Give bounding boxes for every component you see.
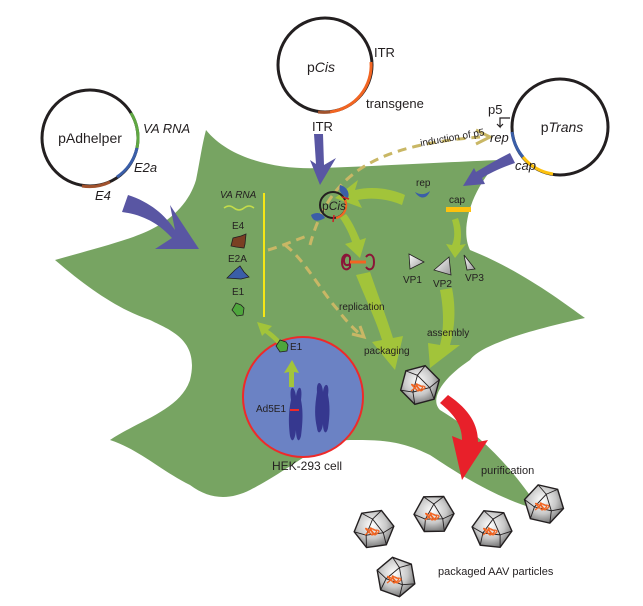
replication-intermediate xyxy=(341,253,375,271)
green-arrows xyxy=(257,180,466,387)
rep-bound-right-icon xyxy=(339,185,349,198)
pcis-inside-label: pCis xyxy=(322,199,346,213)
rep-protein-icon xyxy=(415,191,430,198)
vp3-icon xyxy=(463,254,476,271)
packaged-genome-icon xyxy=(410,383,426,392)
packaging-dashed-arrowhead xyxy=(351,325,367,340)
va-rna-gene-label: VA RNA xyxy=(143,121,190,136)
padhelper-plasmid: pAdhelper VA RNA E2a E4 xyxy=(40,88,190,203)
chromosome-1 xyxy=(288,387,303,441)
e1-nuclear-label: E1 xyxy=(290,342,303,353)
vp1-label: VP1 xyxy=(403,275,422,286)
e1-expression-arrow xyxy=(284,360,299,387)
helper-products: VA RNA E4 E2A E1 xyxy=(220,190,265,317)
packaged-genome-icon xyxy=(534,502,550,511)
ad5e1-label: Ad5E1 xyxy=(256,404,286,415)
capsid-purified-1 xyxy=(353,509,395,549)
purification-label: purification xyxy=(481,465,534,477)
rep-segment xyxy=(510,131,525,158)
capsid-purified-3 xyxy=(471,509,513,549)
replication-arrow xyxy=(356,272,403,370)
packaged-aav-particles-label: packaged AAV particles xyxy=(438,566,554,578)
dashed-induction-lines xyxy=(267,135,481,338)
vp3-label: VP3 xyxy=(465,273,484,284)
packaged-genome-icon xyxy=(482,527,498,536)
cap-gene-bar xyxy=(446,207,471,212)
capsid-packaging xyxy=(399,364,441,406)
pcis-plasmid: pCis ITR transgene ITR xyxy=(276,16,424,134)
va-rna-wave-icon xyxy=(223,205,255,211)
packaged-genome-icon xyxy=(364,527,380,536)
p5-promoter-arrow-icon xyxy=(496,117,510,129)
packaging-label: packaging xyxy=(364,346,410,357)
e1-nuclear-protein-icon xyxy=(275,339,289,353)
capsid-purified-5 xyxy=(376,556,416,598)
assembly-arrow xyxy=(428,288,460,368)
cap-protein-label: cap xyxy=(449,195,466,206)
capsid-purified-4 xyxy=(523,484,565,524)
chromosome-2 xyxy=(315,383,330,433)
e2a-segment xyxy=(116,147,139,179)
padhelper-label: pAdhelper xyxy=(58,130,122,146)
itr-top-label: ITR xyxy=(374,45,395,60)
transgene-segment xyxy=(329,61,373,114)
packaged-genome-icon xyxy=(424,512,440,521)
e4-protein-icon xyxy=(230,233,247,249)
ptrans-entry-arrow xyxy=(463,153,515,186)
e1-protein-icon xyxy=(231,302,245,317)
pcis-label: pCis xyxy=(307,59,335,75)
induction-of-p5-label: induction of p5 xyxy=(419,127,485,149)
assembly-label: assembly xyxy=(427,328,469,339)
e4-segment xyxy=(81,180,111,189)
hek293-cell-body xyxy=(55,130,585,510)
packaged-genome-icon xyxy=(386,575,402,584)
vp2-icon xyxy=(433,256,452,276)
e4-gene-label: E4 xyxy=(95,188,111,203)
va-rna-segment xyxy=(129,112,140,149)
rep-to-pcis-arrow xyxy=(335,180,405,208)
rep-bound-left-icon xyxy=(311,213,325,221)
cap-gene-label: cap xyxy=(515,158,536,173)
ptrans-label: pTrans xyxy=(541,119,584,135)
cap-segment xyxy=(521,156,554,176)
capsid-purified-2 xyxy=(413,495,455,533)
padhelper-entry-arrow xyxy=(122,195,199,249)
itr-bottom-label: ITR xyxy=(312,119,333,134)
rep-gene-label: rep xyxy=(490,130,509,145)
e2a-product-label: E2A xyxy=(228,254,247,265)
pcis-to-replication-arrow xyxy=(340,214,366,258)
induction-arrowhead xyxy=(475,128,494,146)
ad5e1-marker xyxy=(290,409,299,411)
pcis-episome: pCis xyxy=(311,185,350,223)
cap-to-vp-arrow xyxy=(446,218,466,258)
e4-product-label: E4 xyxy=(232,221,245,232)
hek293-cell-label: HEK-293 cell xyxy=(272,459,342,473)
vp1-icon xyxy=(408,253,425,270)
purification-arrow xyxy=(440,395,488,480)
e2a-protein-icon xyxy=(226,265,250,280)
capsids xyxy=(353,364,565,598)
e1-product-label: E1 xyxy=(232,287,245,298)
vp2-label: VP2 xyxy=(433,279,452,290)
va-rna-product-label: VA RNA xyxy=(220,190,257,201)
nucleus xyxy=(242,336,364,458)
p5-promoter-label: p5 xyxy=(488,102,502,117)
replication-label: replication xyxy=(339,302,385,313)
ptrans-plasmid: pTrans p5 rep cap xyxy=(488,77,610,177)
e1-export-arrow xyxy=(257,322,282,346)
rep-protein-label: rep xyxy=(416,178,431,189)
e2a-gene-label: E2a xyxy=(134,160,157,175)
transgene-label: transgene xyxy=(366,96,424,111)
pcis-entry-arrow xyxy=(310,134,336,185)
